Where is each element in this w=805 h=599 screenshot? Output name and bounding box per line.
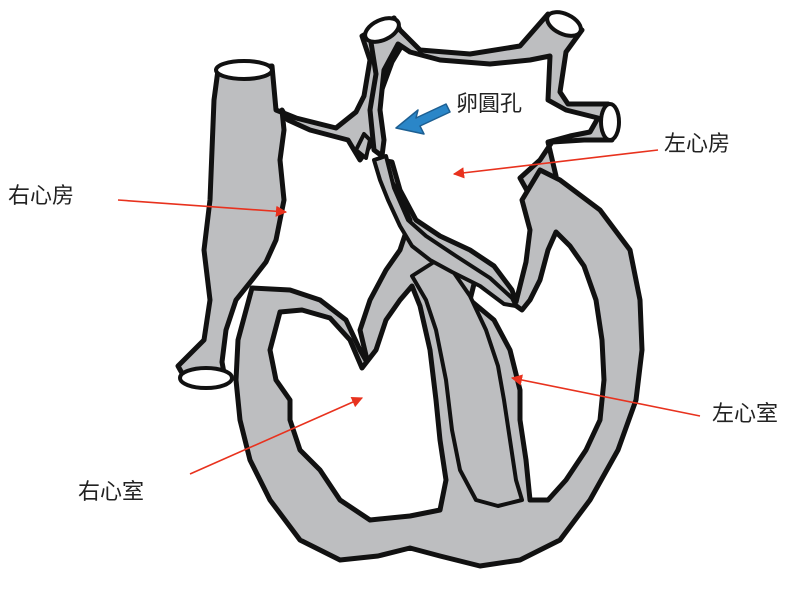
label-left-atrium: 左心房 (664, 134, 730, 156)
foramen-ovale-arrow (396, 104, 450, 134)
inferior-vena-cava-opening (180, 368, 232, 388)
label-left-ventricle: 左心室 (712, 404, 778, 426)
label-foramen-ovale: 卵圓孔 (456, 94, 522, 116)
label-right-atrium: 右心房 (8, 186, 74, 208)
label-right-ventricle: 右心室 (78, 482, 144, 504)
superior-vena-cava-opening (216, 61, 272, 79)
pulmonary-vein-opening (601, 104, 619, 140)
